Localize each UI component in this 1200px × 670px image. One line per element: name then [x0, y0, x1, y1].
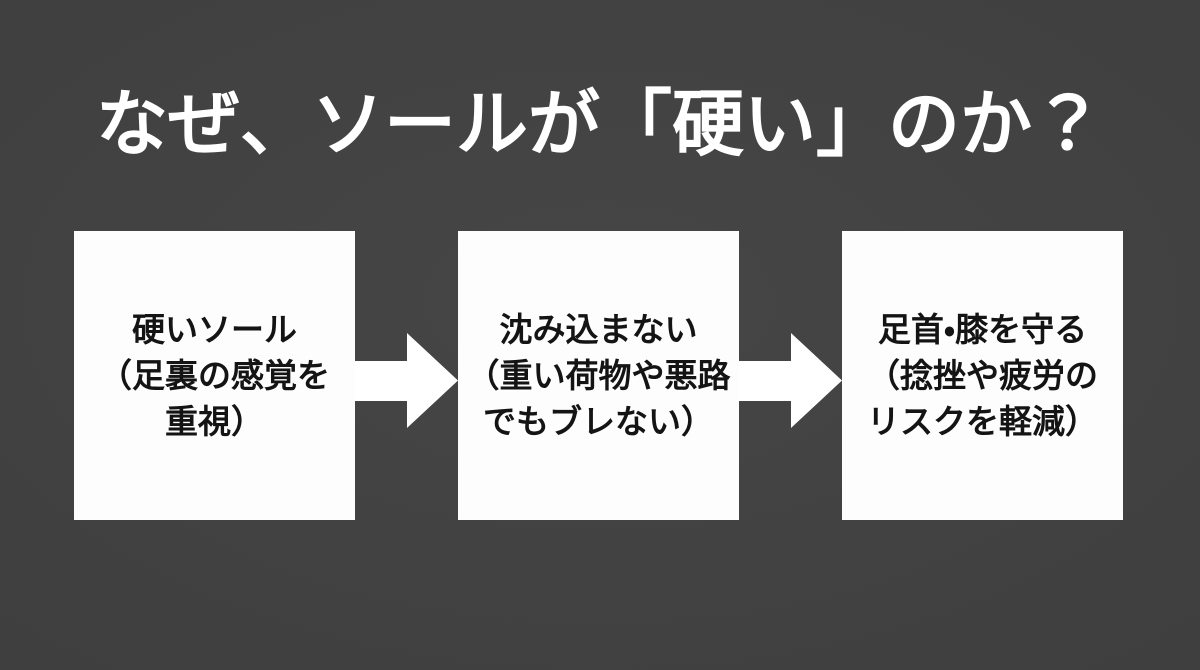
box-line: （足裏の感覚を: [99, 356, 330, 394]
box-line: 硬いソール: [132, 310, 297, 348]
box-line: リスクを軽減）: [867, 402, 1098, 440]
box-line: 沈み込まない: [499, 310, 698, 348]
block-arrow-right-icon: [355, 332, 458, 428]
box-line: （重い荷物や悪路: [466, 356, 731, 394]
box-line: 重視）: [165, 402, 264, 440]
block-arrow-right-icon: [739, 332, 842, 428]
box-line: 足首・膝を守る: [877, 310, 1088, 348]
flow-box-hard-sole: 硬いソール （足裏の感覚を 重視）: [74, 231, 355, 520]
flow-diagram: 硬いソール （足裏の感覚を 重視） 沈み込まない （重い荷物や悪路 でもブレない…: [74, 231, 1123, 520]
flow-box-protect-joints: 足首・膝を守る （捻挫や疲労の リスクを軽減）: [842, 231, 1123, 520]
flow-box-no-sinking: 沈み込まない （重い荷物や悪路 でもブレない）: [458, 231, 739, 520]
box-line: （捻挫や疲労の: [867, 356, 1098, 394]
box-line: でもブレない）: [483, 402, 714, 440]
slide-title: なぜ、ソールが「硬い」のか？: [95, 85, 1104, 165]
